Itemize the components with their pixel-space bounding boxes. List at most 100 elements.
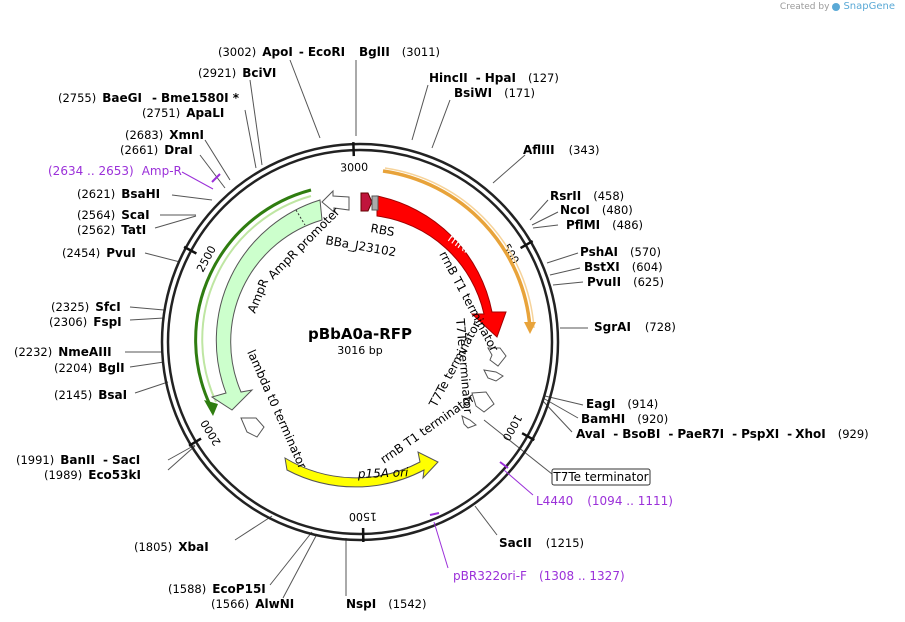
t7te-terminator-callout-box[interactable] [551,468,651,486]
leader-bsai [134,381,169,394]
enzyme-pshai[interactable]: PshAI(570) [580,245,661,259]
t7te-terminator-arrow-1[interactable] [483,369,504,382]
enzyme-sfci[interactable]: (2325)SfcI [51,300,121,314]
watermark-created-by: Created by [779,1,830,12]
tick-mark-1000 [521,432,535,442]
leader-xbai [234,515,273,541]
primer-mark-amp-r [211,173,221,183]
lambda-t0-terminator-label: lambda t0 terminator [244,348,309,471]
enzyme-tati[interactable]: (2562)TatI [77,223,146,237]
enzyme-bsahi[interactable]: (2621)BsaHI [77,187,160,201]
leader-afliii [492,154,526,184]
primer-leader-l4440 [503,469,534,496]
enzyme-drai[interactable]: (2661)DraI [120,143,193,157]
leader-pvuii [552,281,584,286]
plasmid-name: pBbA0a-RFP [308,325,412,343]
rrnb-t1-terminator-arrow-1[interactable] [487,347,507,367]
primer-mark-pbr322ori-f [429,512,440,516]
enzyme-xbai[interactable]: (1805)XbaI [134,540,209,554]
leader-eco53ki [167,445,196,471]
ampr-outer-arc-glow [201,195,312,403]
enzyme-bsai[interactable]: (2145)BsaI [54,388,127,402]
enzyme-bstxi[interactable]: BstXI(604) [584,260,663,274]
leader-sacii [474,505,498,536]
enzyme-pflmi[interactable]: PflMI(486) [566,218,643,232]
enzyme-apali[interactable]: (2751)ApaLI [142,106,224,120]
leader-sfci [129,306,165,311]
p15a-ori-feature[interactable] [284,451,439,488]
enzyme-bamhi[interactable]: BamHI(920) [581,412,668,426]
lambda-t0-terminator-arrow[interactable] [240,417,265,438]
enzyme-rsrii[interactable]: RsrII(458) [550,189,624,203]
enzyme-alwni[interactable]: (1566)AlwNI [211,597,294,611]
leader-lines [125,59,588,599]
mrfp1-outer-arc[interactable] [382,169,532,329]
mrfp1-outer-arrowhead [524,322,536,334]
ampr-outer-arrowhead [204,400,218,416]
enzyme-apoi-ecori[interactable]: (3002)ApoI-EcoRI [218,45,345,59]
watermark-brand: SnapGene [843,1,895,12]
enzyme-ncoi[interactable]: NcoI(480) [560,203,633,217]
t7te-terminator-arrow-2[interactable] [461,415,477,429]
enzyme-nmeaiii[interactable]: (2232)NmeAIII [14,345,112,359]
primer-l4440[interactable]: L4440(1094 .. 1111) [536,494,673,508]
enzyme-fspi[interactable]: (2306)FspI [49,315,122,329]
ampr-label: AmpR [245,277,271,315]
mrfp1-feature[interactable] [376,195,507,338]
ampr-outer-arc[interactable] [194,188,312,406]
leader-tati [154,215,197,229]
tick-mark-500 [519,239,534,250]
snapgene-watermark: Created by SnapGene [780,1,895,12]
leader-alwni [282,533,318,599]
leader-apali [244,109,257,169]
enzyme-scai[interactable]: (2564)ScaI [77,208,150,222]
primer-leader-pbr322ori-f [433,521,449,569]
enzyme-xmni[interactable]: (2683)XmnI [125,128,204,142]
enzyme-eco53ki[interactable]: (1989)Eco53kI [44,468,141,482]
enzyme-bgli[interactable]: (2204)BglI [54,361,125,375]
leader-pflmi [532,224,559,229]
enzyme-bglii[interactable]: BglII(3011) [359,45,440,59]
enzyme-afliii[interactable]: AflIII(343) [523,143,600,157]
tick-label-3000: 3000 [340,161,368,175]
enzyme-banii-saci[interactable]: (1991)BanII-SacI [16,453,140,467]
tick-mark-2500 [183,245,197,255]
enzyme-hincii-hpai[interactable]: HincII-HpaI(127) [429,71,559,85]
leader-bsiwi [431,99,451,149]
bba-j23102-feature[interactable] [360,192,373,212]
leader-bgli [129,361,165,368]
enzyme-ecop15i[interactable]: (1588)EcoP15I [168,582,266,596]
enzyme-eagi[interactable]: EagI(914) [586,397,658,411]
leader-pshai [546,252,579,264]
enzyme-nspi[interactable]: NspI(1542) [346,597,427,611]
enzyme-bsiwi[interactable]: BsiWI(171) [454,86,535,100]
enzyme-pvuii[interactable]: PvuII(625) [587,275,664,289]
rrnb-t1-terminator-arrow-2[interactable] [471,391,495,413]
enzyme-baegi-bme1580i[interactable]: (2755)BaeGI-Bme1580I * [58,91,240,105]
enzyme-sgrai[interactable]: SgrAI(728) [594,320,676,334]
tick-label-1000: 1000 [500,412,525,443]
ampr-dotted-divider [295,209,306,226]
leader-fspi [129,317,165,321]
snapgene-logo-icon [832,2,841,11]
leader-t7te-box [483,419,553,475]
tick-mark-2000 [188,437,202,447]
primer-pbr322ori-f[interactable]: pBR322ori-F(1308 .. 1327) [453,569,625,583]
ampr-feature[interactable] [210,199,323,411]
enzyme-pvui[interactable]: (2454)PvuI [62,246,136,260]
enzyme-sacii[interactable]: SacII(1215) [499,536,584,550]
t7te-terminator-callout-label: T7Te terminator [552,470,648,484]
enzyme-avai-group[interactable]: AvaI-BsoBI-PaeR7I-PspXI-XhoI(929) [576,427,869,441]
leader-bcivi [249,79,263,166]
primer-leader-amp-r [181,171,214,190]
rbs-feature[interactable] [371,195,379,211]
enzyme-bcivi[interactable]: (2921)BciVI [198,66,276,80]
leader-xmni [204,139,231,181]
leader-banii [167,444,196,461]
primer-amp-r[interactable]: (2634 .. 2653)Amp-R [48,164,182,178]
ampr-promoter-feature[interactable] [321,189,350,214]
primer-leaders [181,171,534,569]
leader-apoi-ecori [289,59,321,139]
backbone-outer-ring [160,142,560,542]
